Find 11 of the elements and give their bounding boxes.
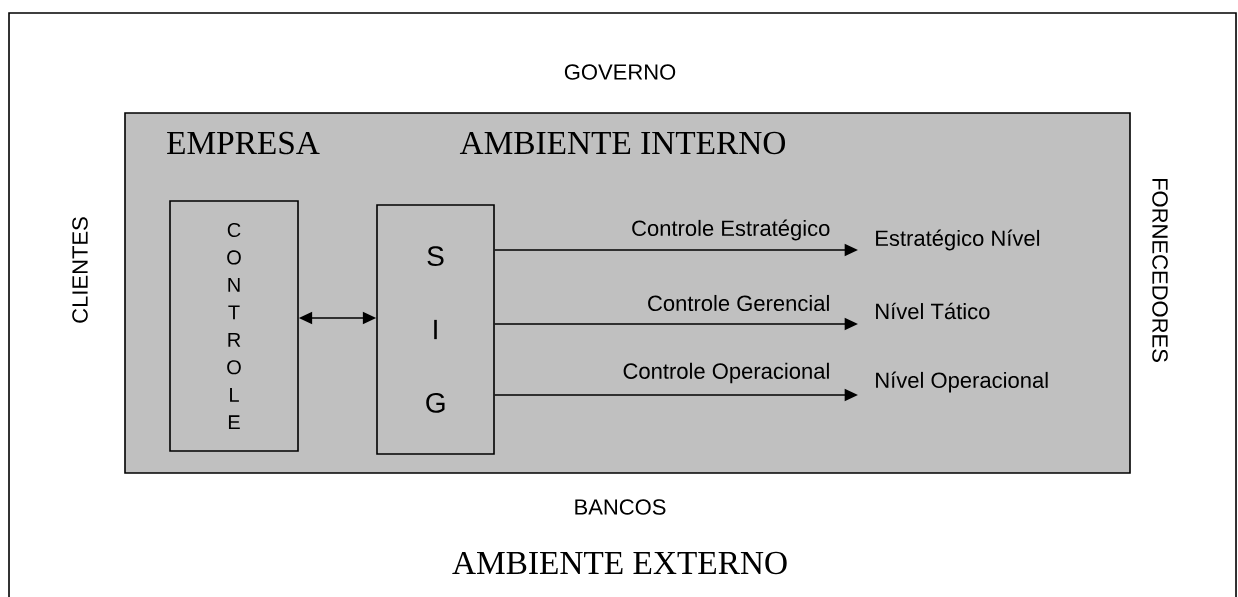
level-text: Nível Operacional <box>876 371 1048 393</box>
label: FORNECEDORES <box>1152 178 1168 362</box>
level-text: Nível Tático <box>876 302 990 320</box>
level-text: Estratégico Nível <box>876 229 1040 251</box>
process-box: C O N T R O L E <box>169 200 299 452</box>
edge-label: Controle Operacional <box>621 361 832 385</box>
edge-label: Controle Estratégico <box>629 218 832 242</box>
label: GOVERNO <box>564 64 676 80</box>
label: CLIENTES <box>72 217 88 323</box>
process-box: S I G <box>376 204 495 455</box>
label: BANCOS <box>575 499 666 515</box>
